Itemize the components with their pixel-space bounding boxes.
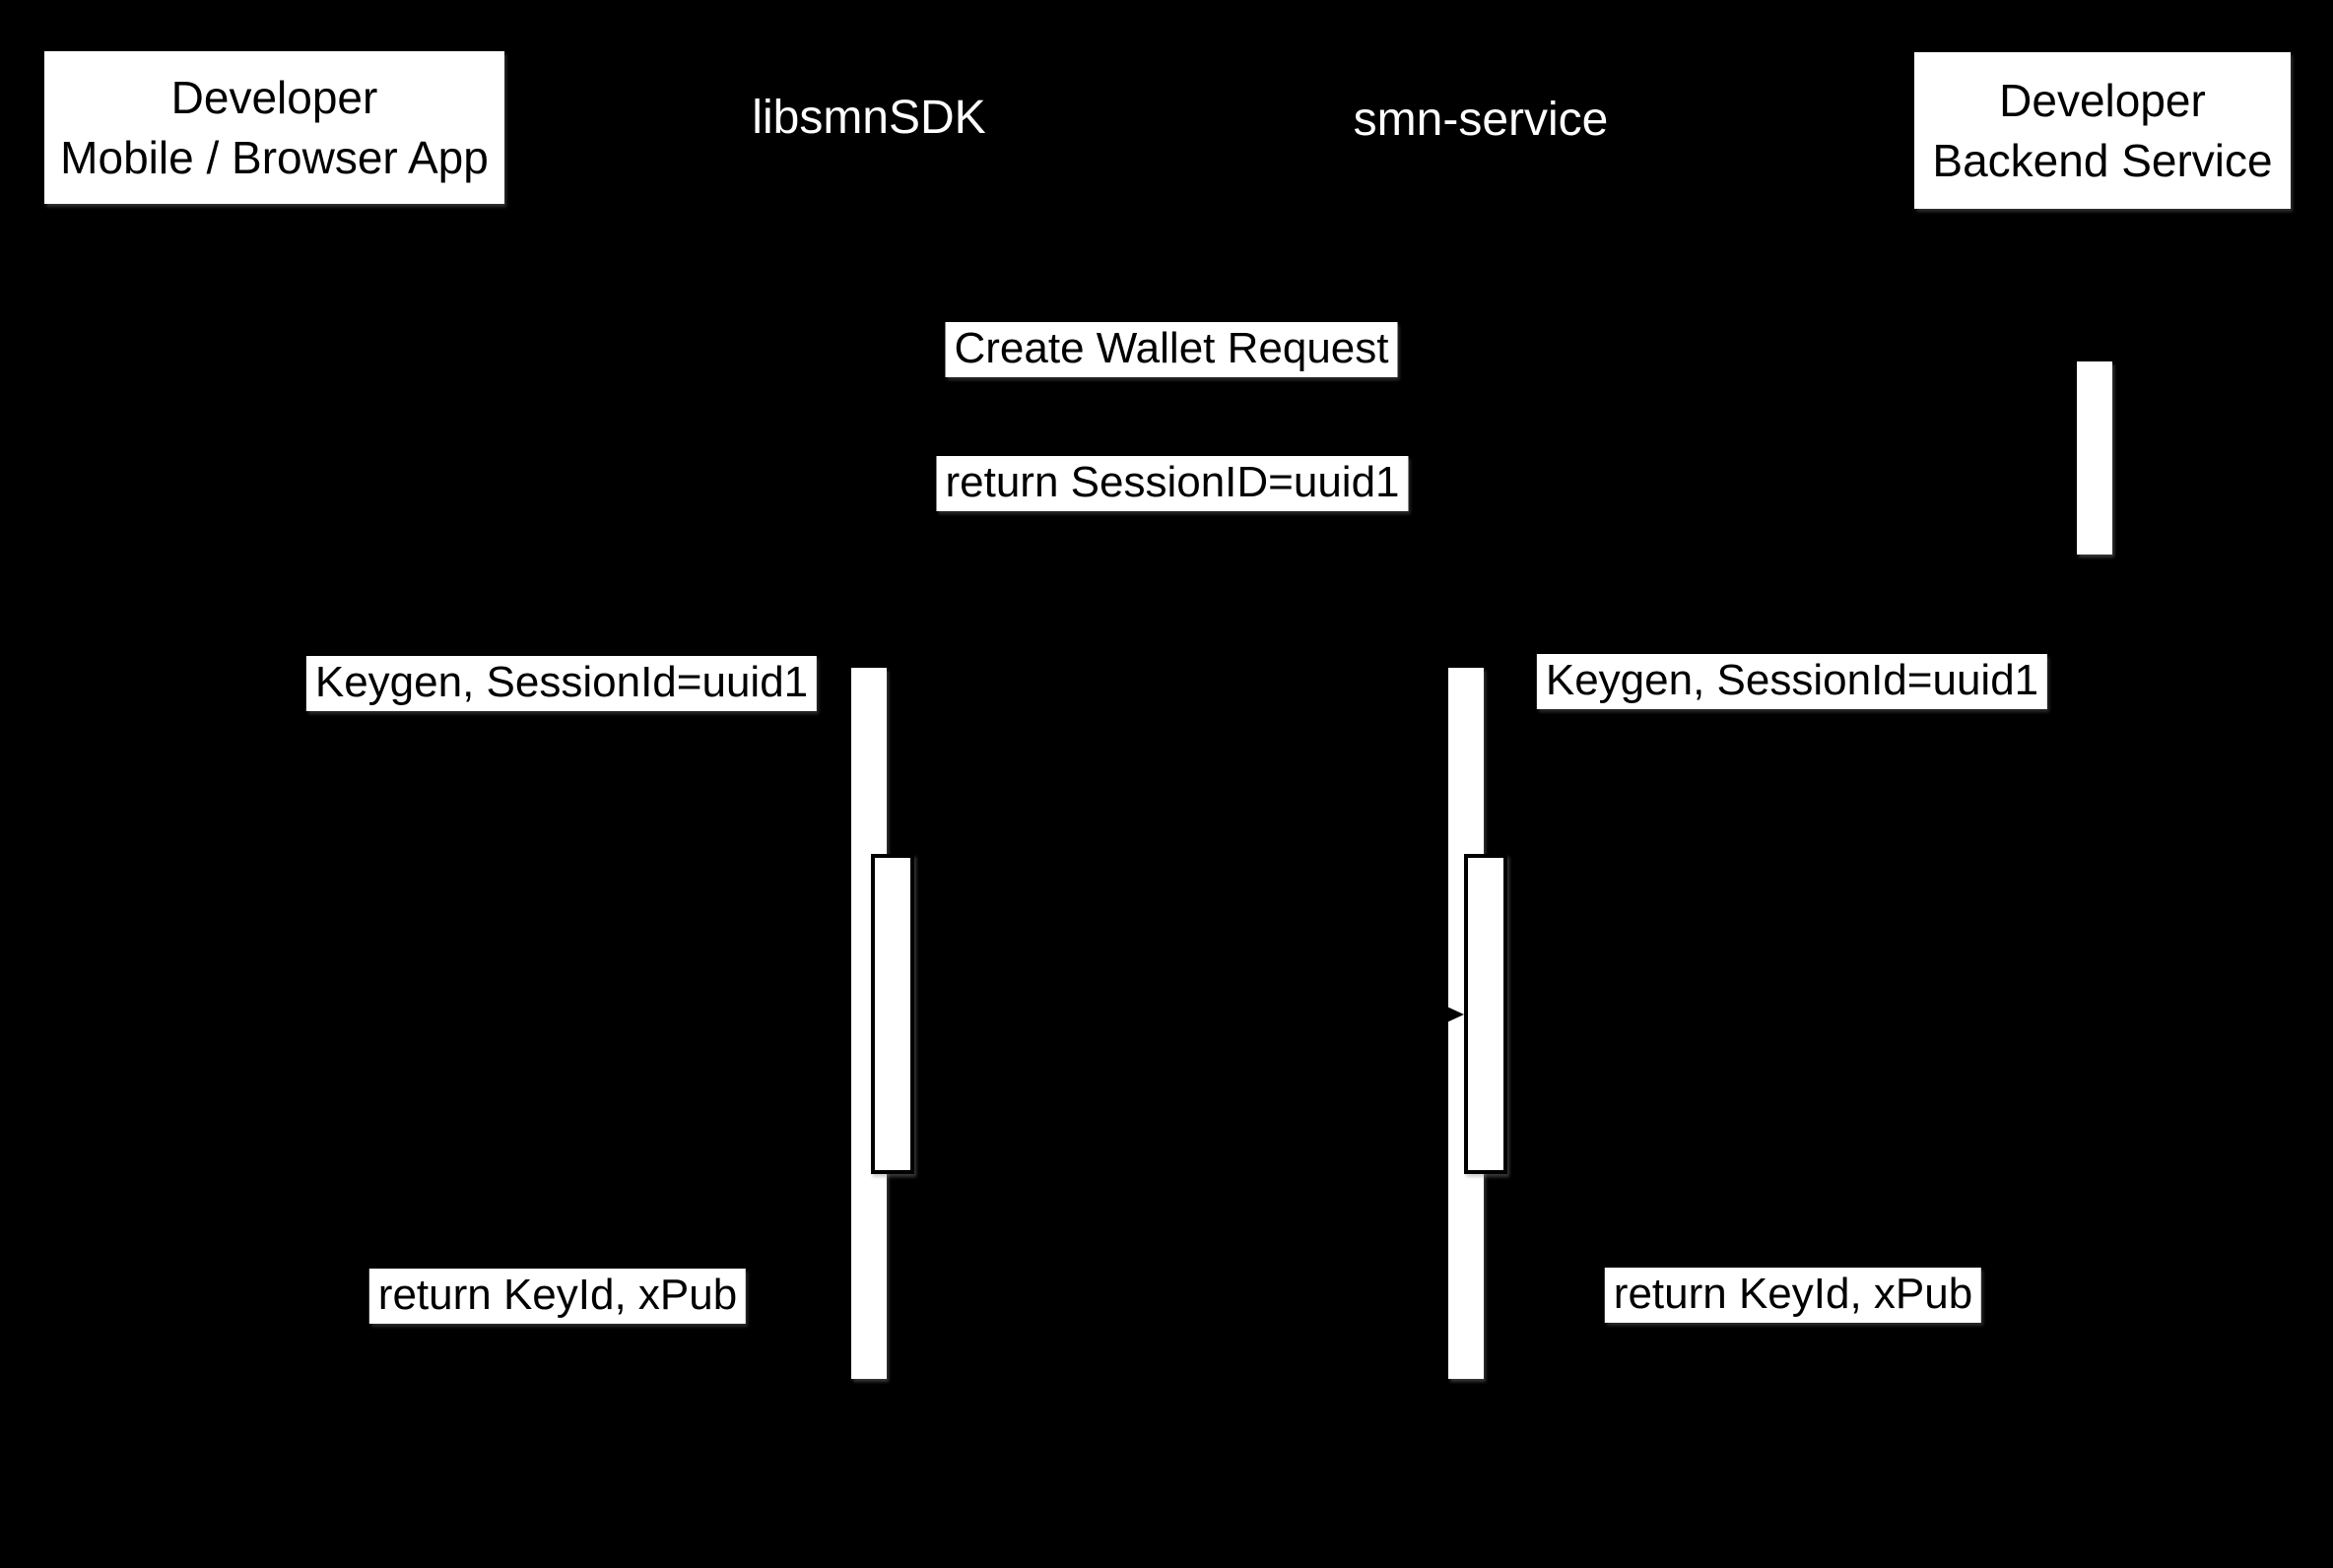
participant-app-line1: Developer <box>170 71 378 123</box>
message-label-create-wallet-request: Create Wallet Request <box>945 322 1398 377</box>
activation-bar-smn-service-nested <box>1464 854 1507 1174</box>
participant-label-libsmnsdk: libsmnSDK <box>752 92 986 144</box>
message-label-return-keyid-left: return KeyId, xPub <box>368 1269 747 1324</box>
participant-box-developer-backend: Developer Backend Service <box>1914 52 2291 209</box>
message-label-return-sessionid: return SessionID=uuid1 <box>936 456 1409 511</box>
participant-box-developer-app: Developer Mobile / Browser App <box>44 51 504 204</box>
message-label-keygen-right: Keygen, SessionId=uuid1 <box>1536 654 2048 709</box>
message-label-return-keyid-right: return KeyId, xPub <box>1604 1268 1982 1323</box>
participant-backend-line1: Developer <box>1999 74 2206 126</box>
activation-bar-backend <box>2077 361 2112 555</box>
participant-backend-line2: Backend Service <box>1932 134 2273 186</box>
message-label-keygen-left: Keygen, SessionId=uuid1 <box>305 656 818 711</box>
participant-app-line2: Mobile / Browser App <box>60 131 489 183</box>
arrowhead-icon <box>1438 1003 1464 1026</box>
participant-label-smn-service: smn-service <box>1353 94 1609 146</box>
activation-bar-libsmnsdk-nested <box>871 854 914 1174</box>
